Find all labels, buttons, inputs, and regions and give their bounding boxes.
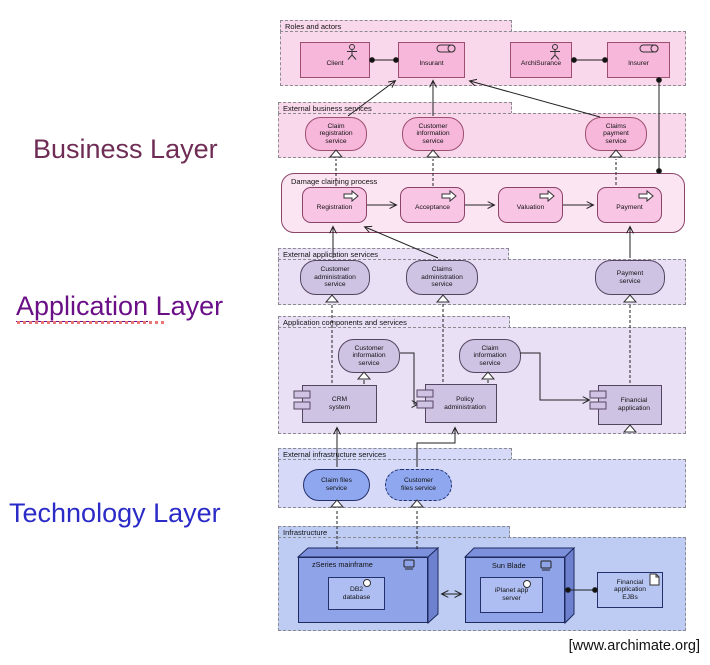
label: Claims administration service bbox=[421, 266, 463, 289]
spellcheck-squiggle bbox=[17, 321, 165, 324]
business-actor-client: Client bbox=[300, 42, 370, 78]
label: Customer information service bbox=[352, 344, 386, 367]
application-component-policy-administration: Policy administration bbox=[425, 384, 497, 423]
label: Claim files service bbox=[321, 477, 352, 492]
label: iPlanet app server bbox=[494, 587, 529, 602]
application-service-claim-information: Claim information service bbox=[459, 339, 521, 373]
business-process-valuation: Valuation bbox=[498, 187, 563, 223]
label: Customer administration service bbox=[314, 266, 356, 289]
label: Claims payment service bbox=[603, 122, 629, 145]
application-service-customer-administration: Customer administration service bbox=[300, 260, 370, 295]
business-service-customer-information: Customer information service bbox=[402, 117, 464, 151]
application-service-payment: Payment service bbox=[595, 260, 665, 295]
label: Payment service bbox=[616, 269, 644, 285]
application-service-claims-administration: Claims administration service bbox=[406, 260, 478, 295]
label: Customer files service bbox=[401, 477, 436, 492]
label: Claim information service bbox=[473, 344, 507, 367]
application-layer-label-underlined: Application bbox=[16, 291, 149, 322]
node-zseries-label: zSeries mainframe bbox=[312, 560, 373, 569]
system-software-iplanet-app-server: iPlanet app server bbox=[480, 577, 543, 613]
label: Financial application EJBs bbox=[614, 578, 646, 601]
business-process-registration: Registration bbox=[302, 187, 367, 223]
business-process-acceptance: Acceptance bbox=[400, 187, 465, 223]
source-caption: [www.archimate.org] bbox=[568, 638, 700, 654]
business-role-insurer: Insurer bbox=[607, 42, 670, 78]
infrastructure-service-customer-files: Customer files service bbox=[385, 469, 452, 501]
application-service-customer-information: Customer information service bbox=[338, 339, 400, 373]
label: Customer information service bbox=[416, 122, 450, 145]
node-sun-blade-label: Sun Blade bbox=[492, 561, 526, 570]
label: Financial application bbox=[618, 397, 650, 412]
artifact-financial-application-ejbs: Financial application EJBs bbox=[597, 572, 663, 608]
business-service-claim-registration: Claim registration service bbox=[305, 117, 367, 151]
infrastructure-service-claim-files: Claim files service bbox=[303, 469, 370, 501]
business-service-claims-payment: Claims payment service bbox=[585, 117, 647, 151]
technology-layer-label: Technology Layer bbox=[9, 498, 221, 528]
business-process-payment: Payment bbox=[597, 187, 662, 223]
business-actor-archisurance: ArchiSurance bbox=[510, 42, 572, 78]
label: Claim registration service bbox=[319, 122, 353, 145]
application-layer-label: Application Layer bbox=[16, 291, 224, 322]
system-software-db2-database: DB2 database bbox=[328, 577, 385, 610]
application-component-financial-application: Financial application bbox=[598, 385, 662, 425]
business-layer-label: Business Layer bbox=[33, 134, 218, 164]
label: DB2 database bbox=[342, 585, 371, 601]
business-role-insurant: Insurant bbox=[398, 42, 465, 78]
label: Policy administration bbox=[444, 395, 486, 411]
label: CRM system bbox=[328, 396, 351, 411]
application-component-crm-system: CRM system bbox=[302, 385, 377, 423]
